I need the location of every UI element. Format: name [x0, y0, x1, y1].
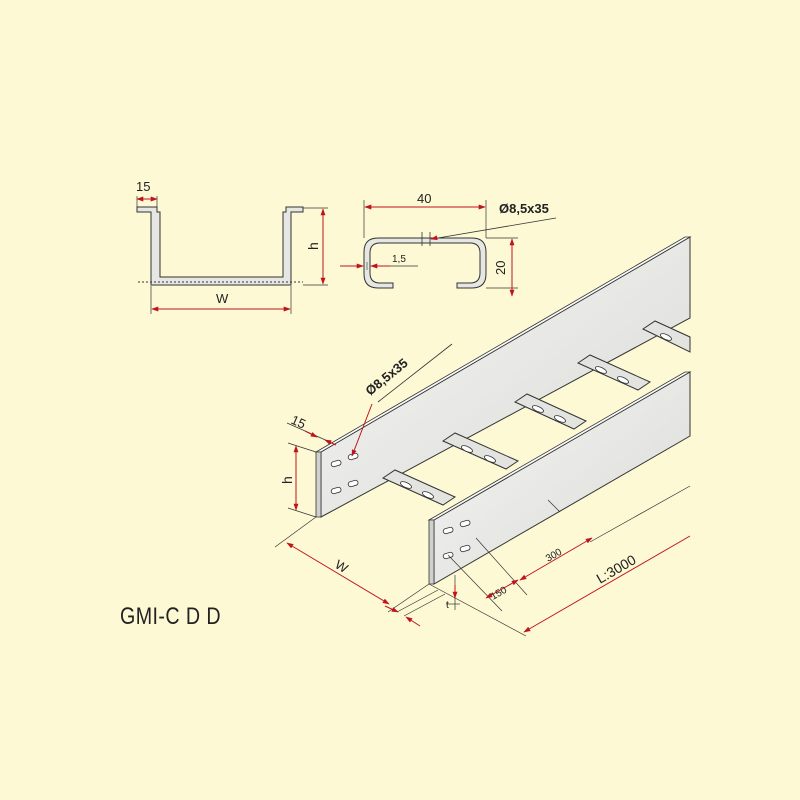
ladder-thickness-pointer — [384, 605, 399, 613]
rung-profile-view: 40 Ø8,5x35 1,5 20 — [340, 191, 557, 297]
cross-section-view: 15 h W — [136, 179, 328, 314]
front-rail-end — [428, 519, 435, 585]
height-label: h — [305, 242, 321, 250]
back-rail-end — [315, 451, 322, 518]
rung-slots — [400, 333, 672, 499]
flange-label: 15 — [136, 179, 150, 194]
ladder-hole-label: Ø8,5x35 — [362, 355, 410, 398]
ladder-hole-pointer — [351, 403, 373, 457]
ladder-thickness-pointer-2 — [405, 616, 421, 627]
slot-offset-dimension-line — [485, 579, 519, 599]
rung-pitch-dimension-line — [519, 537, 593, 581]
ladder-flange-label: 15 — [289, 412, 308, 432]
ladder-flange-pointer-2 — [324, 439, 337, 446]
ladder-width-dimension-line — [286, 542, 390, 605]
rail-slots — [330, 452, 471, 560]
ladder-isometric-view: Ø8,5x35 15 h W t 150 300 — [274, 236, 692, 637]
rung-hole-label: Ø8,5x35 — [499, 201, 549, 216]
rung-thickness-label: 1,5 — [392, 254, 406, 265]
rung-width-label: 40 — [417, 191, 431, 206]
slot-offset-label: 150 — [489, 585, 509, 603]
length-dimension-line — [523, 535, 691, 633]
ladder-thickness-label: t — [446, 600, 449, 611]
ladder-width-label: W — [332, 557, 351, 577]
rungs — [381, 320, 691, 506]
rung — [513, 393, 588, 430]
rung — [381, 469, 457, 506]
length-label: L:3000 — [594, 551, 639, 586]
product-code: GMI-C D D — [120, 603, 221, 630]
rung — [441, 432, 520, 470]
section-profile — [136, 206, 304, 286]
ladder-height-label: h — [279, 476, 295, 484]
width-label: W — [216, 291, 229, 306]
rung-hole-pointer — [430, 235, 438, 241]
rung-pitch-label: 300 — [544, 547, 564, 565]
rung — [576, 354, 652, 391]
rung-height-label: 20 — [493, 261, 508, 275]
ladder-flange-pointer — [304, 430, 318, 438]
rung-c-profile — [363, 237, 487, 289]
